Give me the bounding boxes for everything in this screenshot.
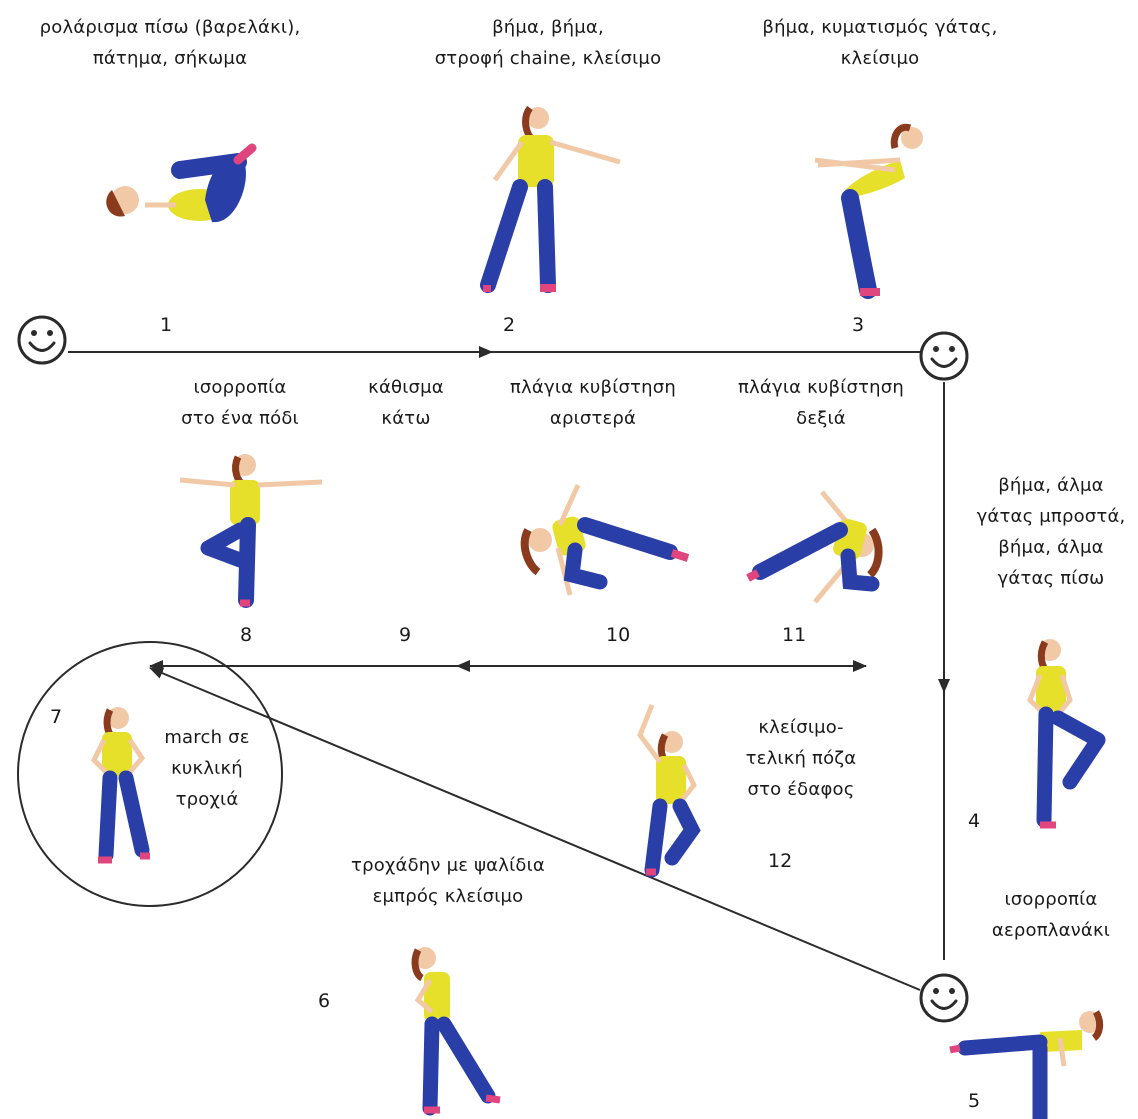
step-6-line: τροχάδην με ψαλίδια [318,850,578,881]
step-number: 8 [240,624,252,646]
step-10-line: πλάγια κυβίστηση [488,372,698,403]
figure-icon [106,148,252,222]
step-4-description: βήμα, άλμα γάτας μπροστά, βήμα, άλμα γάτ… [968,470,1134,594]
smiley-icon [921,333,967,379]
step-9-line: κάθισμα [346,372,466,403]
step-4-line: βήμα, άλμα [968,470,1134,501]
step-4-line: γάτας πίσω [968,563,1134,594]
figure-icon [94,707,150,860]
step-7-line: κυκλική [146,753,268,784]
step-number: 7 [50,706,62,728]
step-number: 10 [606,624,630,646]
step-6-description: τροχάδην με ψαλίδια εμπρός κλείσιμο [318,850,578,912]
step-11-line: πλάγια κυβίστηση [716,372,926,403]
step-number: 9 [399,624,411,646]
figure-icon [1030,639,1098,825]
figure-icon [640,705,694,872]
step-2-line: στροφή chaine, κλείσιμο [398,43,698,74]
step-2-description: βήμα, βήμα, στροφή chaine, κλείσιμο [398,12,698,74]
step-5-description: ισορροπία αεροπλανάκι [968,884,1134,946]
step-12-line: τελική πόζα [726,743,876,774]
step-2-line: βήμα, βήμα, [398,12,698,43]
step-5-line: ισορροπία [968,884,1134,915]
smiley-icon [921,975,967,1021]
step-number: 4 [968,810,980,832]
step-number: 12 [768,850,792,872]
step-1-description: ρολάρισμα πίσω (βαρελάκι), πάτημα, σήκωμ… [20,12,320,74]
step-8-description: ισορροπία στο ένα πόδι [150,372,330,434]
step-9-description: κάθισμα κάτω [346,372,466,434]
step-3-line: βήμα, κυματισμός γάτας, [735,12,1025,43]
step-4-line: βήμα, άλμα [968,532,1134,563]
step-1-line: πάτημα, σήκωμα [20,43,320,74]
figure-icon [414,947,500,1110]
step-9-line: κάτω [346,403,466,434]
figure-icon [815,127,923,292]
figure-icon [180,454,322,603]
step-10-line: αριστερά [488,403,698,434]
step-6-line: εμπρός κλείσιμο [318,881,578,912]
figure-icon [748,492,879,602]
step-number: 2 [503,314,515,336]
step-number: 11 [782,624,806,646]
step-3-description: βήμα, κυματισμός γάτας, κλείσιμο [735,12,1025,74]
step-12-line: στο έδαφος [726,774,876,805]
smiley-icon [19,317,65,363]
step-8-line: ισορροπία [150,372,330,403]
step-10-description: πλάγια κυβίστηση αριστερά [488,372,698,434]
step-3-line: κλείσιμο [735,43,1025,74]
step-7-line: march σε [146,722,268,753]
step-4-line: γάτας μπροστά, [968,501,1134,532]
figure-icon [525,485,688,595]
step-11-line: δεξιά [716,403,926,434]
step-8-line: στο ένα πόδι [150,403,330,434]
step-7-description: march σε κυκλική τροχιά [146,722,268,815]
step-1-line: ρολάρισμα πίσω (βαρελάκι), [20,12,320,43]
step-7-line: τροχιά [146,784,268,815]
step-12-description: κλείσιμο- τελική πόζα στο έδαφος [726,712,876,805]
step-11-description: πλάγια κυβίστηση δεξιά [716,372,926,434]
step-number: 3 [852,314,864,336]
step-number: 6 [318,990,330,1012]
step-12-line: κλείσιμο- [726,712,876,743]
step-5-line: αεροπλανάκι [968,915,1134,946]
step-number: 1 [160,314,172,336]
step-number: 5 [968,1090,980,1112]
figure-icon [487,107,620,292]
